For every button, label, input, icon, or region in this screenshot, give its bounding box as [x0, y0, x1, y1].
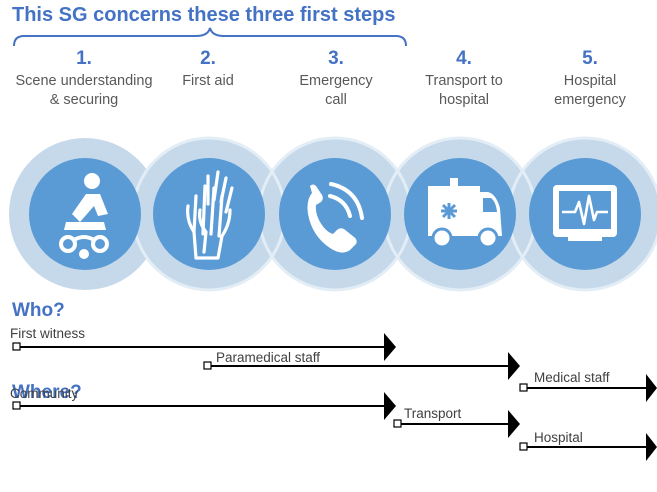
- steps-circles: [9, 136, 657, 292]
- step-label: Transport to hospital: [425, 73, 503, 108]
- step-number: 5.: [582, 48, 598, 69]
- heart-monitor-icon: [553, 185, 617, 241]
- step-4: 4. Transport to hospital: [404, 48, 524, 110]
- who-heading: Who?: [12, 300, 65, 321]
- where-heading: Where?: [12, 382, 82, 403]
- ambulance-icon: [428, 178, 502, 249]
- first-aid-person-icon: [59, 173, 109, 259]
- diagram-title: This SG concerns these three first steps: [12, 4, 396, 26]
- step-3: 3. Emergency call: [276, 48, 396, 110]
- step-number: 3.: [328, 48, 344, 69]
- brace-icon: [13, 27, 407, 47]
- where-community-label: Community: [10, 386, 79, 401]
- step-label: Hospital emergency: [554, 73, 626, 108]
- step-label: First aid: [182, 73, 234, 89]
- hands-icon: [186, 170, 234, 260]
- who-first-witness-label: First witness: [10, 326, 86, 341]
- step-number: 4.: [456, 48, 472, 69]
- step-label: Scene understanding & securing: [15, 73, 153, 108]
- phone-icon: [307, 182, 364, 253]
- step-number: 2.: [200, 48, 216, 69]
- who-medical-label: Medical staff: [534, 370, 610, 385]
- where-transport-label: Transport: [404, 406, 462, 421]
- step-1: 1. Scene understanding & securing: [0, 48, 168, 110]
- who-paramedical-label: Paramedical staff: [216, 350, 321, 365]
- step-2: 2. First aid: [150, 48, 266, 91]
- step-number: 1.: [76, 48, 92, 69]
- step-5: 5. Hospital emergency: [528, 48, 652, 110]
- where-hospital-label: Hospital: [534, 430, 583, 445]
- step-label: Emergency call: [299, 73, 373, 108]
